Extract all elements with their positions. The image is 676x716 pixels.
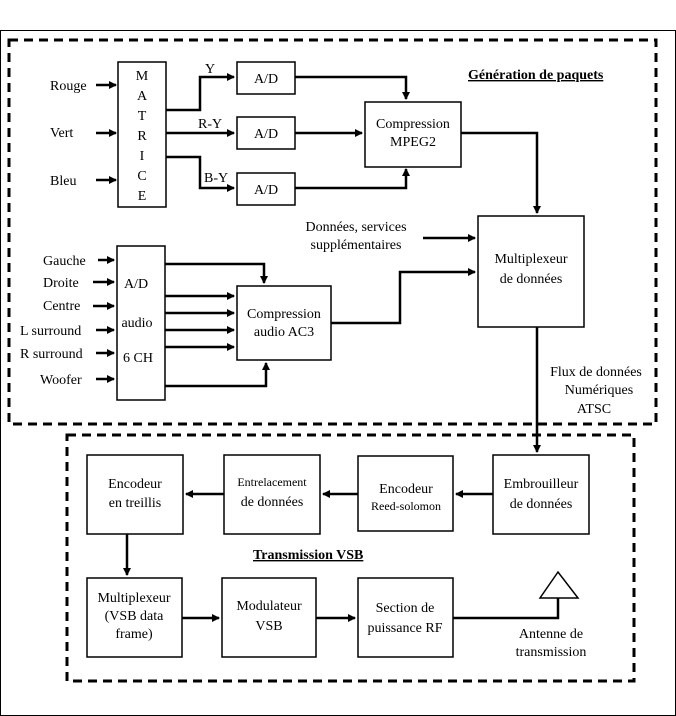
vsb-modulator-block bbox=[221, 577, 317, 658]
vsbmux-line2: (VSB data bbox=[105, 609, 165, 624]
vsb-multiplexer-block bbox=[86, 577, 183, 658]
matrix-letter: M bbox=[136, 69, 149, 84]
input-bleu: Bleu bbox=[50, 174, 76, 189]
matrix-letter: C bbox=[137, 169, 146, 184]
extra-data-line1: Données, services bbox=[305, 220, 406, 235]
input-droite: Droite bbox=[43, 276, 79, 291]
audio-ad-line3: 6 CH bbox=[123, 351, 153, 366]
stream-line1: Flux de données bbox=[550, 365, 642, 380]
ad-y-to-mpeg-arrow bbox=[295, 75, 410, 100]
interleave-line2: de données bbox=[241, 495, 304, 510]
trellis-line1: Encodeur bbox=[108, 477, 162, 492]
ad-block-ry bbox=[236, 116, 296, 150]
audio-ad-block bbox=[116, 245, 166, 401]
audio-ad-line2: audio bbox=[121, 316, 152, 331]
input-vert: Vert bbox=[50, 126, 73, 141]
vsbmux-line1: Multiplexeur bbox=[97, 591, 170, 606]
modulator-line2: VSB bbox=[255, 619, 282, 634]
ad-block-by bbox=[236, 172, 296, 206]
input-rouge: Rouge bbox=[50, 79, 87, 94]
audio-ad-line1: A/D bbox=[124, 277, 148, 292]
interleaver-block bbox=[223, 454, 321, 535]
reed-solomon-block bbox=[357, 455, 454, 532]
scrambler-line1: Embrouilleur bbox=[504, 477, 579, 492]
mpeg2-line2: MPEG2 bbox=[390, 135, 436, 150]
stream-line2: Numériques bbox=[565, 383, 633, 398]
antenna-line1: Antenne de bbox=[519, 627, 583, 642]
interleave-line1: Entrelacement bbox=[237, 475, 307, 489]
signal-by-line bbox=[166, 155, 235, 192]
ac3-line1: Compression bbox=[247, 307, 321, 322]
input-woofer: Woofer bbox=[40, 373, 82, 388]
audio-to-ac3-top-arrow bbox=[165, 262, 268, 284]
trellis-encoder-block bbox=[86, 454, 184, 535]
packet-generation-title: Génération de paquets bbox=[468, 68, 604, 83]
antenna-line2: transmission bbox=[516, 645, 587, 660]
ac3-compression-block bbox=[236, 285, 332, 361]
input-gauche: Gauche bbox=[43, 254, 86, 269]
matrix-block bbox=[117, 61, 167, 208]
ad-ry-label: A/D bbox=[254, 127, 278, 142]
matrix-letter: A bbox=[137, 89, 148, 104]
rf-power-section-block bbox=[357, 577, 454, 658]
modulator-line1: Modulateur bbox=[236, 599, 302, 614]
reed-line2: Reed-solomon bbox=[371, 499, 441, 513]
mpeg2-line1: Compression bbox=[376, 117, 450, 132]
data-multiplexer-block bbox=[477, 215, 585, 328]
matrix-letter: R bbox=[137, 129, 147, 144]
vsb-transmission-title: Transmission VSB bbox=[253, 548, 363, 563]
scrambler-block bbox=[492, 454, 590, 535]
mux-line1: Multiplexeur bbox=[494, 252, 567, 267]
mpeg2-compression-block bbox=[364, 101, 462, 168]
reed-line1: Encodeur bbox=[379, 482, 433, 497]
ad-block-y bbox=[236, 61, 296, 95]
vsb-transmission-group bbox=[65, 433, 636, 683]
input-r-surround: R surround bbox=[20, 347, 83, 362]
packet-generation-group bbox=[7, 38, 658, 426]
extra-data-line2: supplémentaires bbox=[311, 238, 402, 253]
antenna-icon bbox=[538, 570, 580, 618]
ac3-line2: audio AC3 bbox=[254, 325, 314, 340]
signal-by-label: B-Y bbox=[204, 171, 228, 186]
ad-by-label: A/D bbox=[254, 183, 278, 198]
matrix-letters: M A T R I C E bbox=[136, 69, 149, 204]
mux-line2: de données bbox=[500, 272, 563, 287]
input-l-surround: L surround bbox=[20, 324, 81, 339]
matrix-letter: T bbox=[138, 109, 147, 124]
rf-line2: puissance RF bbox=[367, 621, 442, 636]
signal-ry-label: R-Y bbox=[198, 117, 222, 132]
scrambler-line2: de données bbox=[510, 497, 573, 512]
ac3-to-mux-arrow bbox=[331, 268, 476, 325]
audio-to-ac3-bottom-arrow bbox=[165, 362, 270, 388]
matrix-letter: I bbox=[140, 149, 145, 164]
mpeg-to-mux-arrow bbox=[461, 131, 541, 214]
ad-by-to-mpeg-arrow bbox=[295, 168, 410, 190]
rf-line1: Section de bbox=[376, 601, 435, 616]
input-centre: Centre bbox=[43, 299, 80, 314]
signal-y-line bbox=[166, 73, 235, 112]
trellis-line2: en treillis bbox=[109, 496, 162, 511]
matrix-letter: E bbox=[138, 189, 147, 204]
signal-y-label: Y bbox=[205, 62, 215, 77]
vsbmux-line3: frame) bbox=[115, 627, 153, 642]
stream-line3: ATSC bbox=[577, 402, 611, 417]
ad-y-label: A/D bbox=[254, 72, 278, 87]
